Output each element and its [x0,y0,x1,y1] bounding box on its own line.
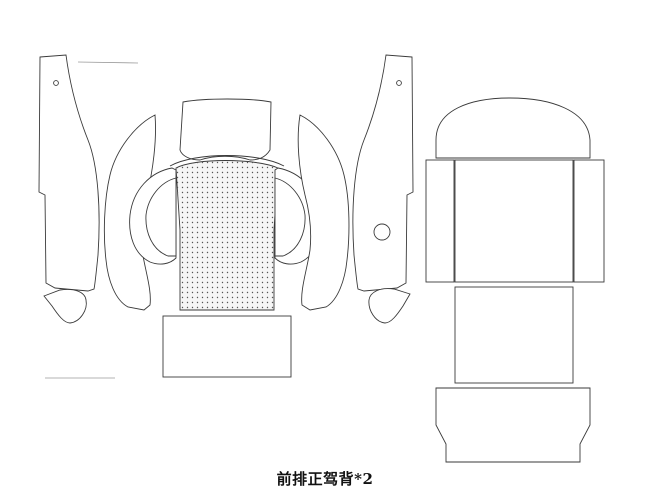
right-panel-round-hole [373,223,391,241]
left-bolster-ear [145,177,177,257]
right-side-flap [368,288,411,324]
left-side-panel [38,54,100,292]
right-bolster-outer [297,114,350,311]
right-panel-hole [396,80,402,86]
cushion-lower-panel [454,286,574,384]
center-yoke-band [169,155,285,167]
cushion-bottom-panel [435,387,591,463]
left-panel-hole [53,80,59,86]
back-lower-panel [162,315,292,378]
cushion-left-flank [425,159,455,283]
stray-line-top [77,61,139,64]
right-side-panel [352,54,414,292]
cushion-top-panel [435,97,591,159]
cushion-right-flank [573,159,605,283]
pattern-caption: 前排正驾背*2 [276,470,374,488]
right-bolster-ear [274,177,306,257]
center-top-cap [179,98,272,161]
cushion-center-panel [454,159,574,283]
left-side-flap [43,289,87,324]
perforation-dots [176,160,278,310]
